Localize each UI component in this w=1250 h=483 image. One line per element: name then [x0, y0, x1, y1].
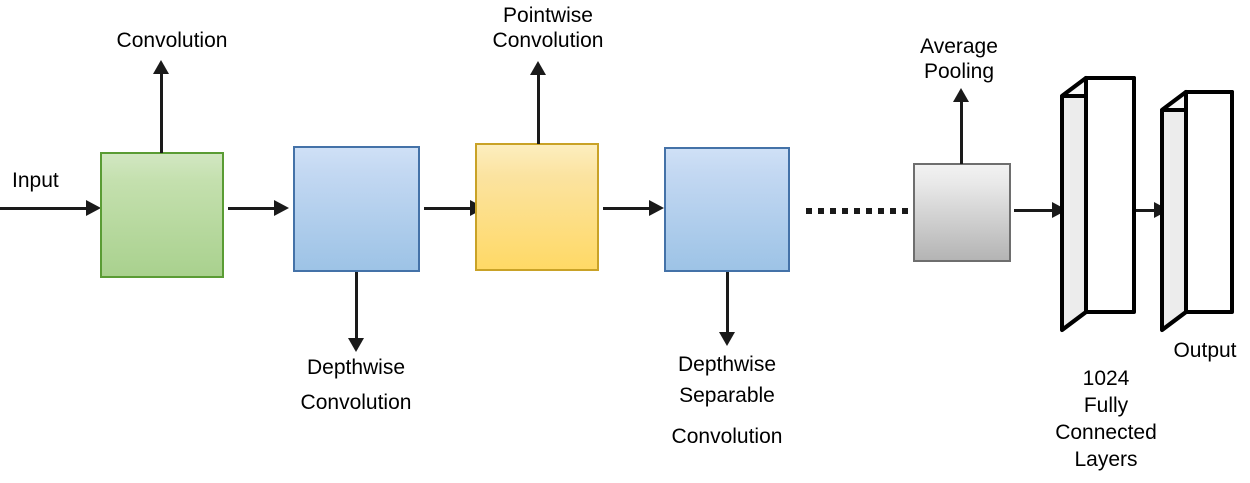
input-label: Input [12, 169, 59, 192]
pointwise-arrow-head [530, 61, 546, 75]
depthwise-separable-conv-block[interactable] [664, 147, 790, 272]
conv-arrow-line [160, 72, 163, 153]
output-slab[interactable] [1158, 88, 1242, 338]
ellipsis-dot [902, 208, 908, 214]
depthwise-separable-label-line3: Convolution [671, 425, 783, 448]
input-arrow-line [0, 207, 88, 210]
ellipsis-dot [818, 208, 824, 214]
average-pooling-arrow-head [953, 88, 969, 102]
ellipsis-dot [842, 208, 848, 214]
ellipsis-dot [854, 208, 860, 214]
pointwise-conv-block[interactable] [475, 143, 599, 271]
conv-arrow-head [153, 60, 169, 74]
conv-to-depthwise-arrow-line [228, 207, 276, 210]
ellipsis-dot [866, 208, 872, 214]
average-pooling-label-line2: Pooling [923, 60, 995, 83]
input-arrow-head [86, 200, 101, 216]
fc-label-line3: Connected [1055, 421, 1157, 444]
conv-to-depthwise-arrow-head [274, 200, 289, 216]
conv-block[interactable] [100, 152, 224, 278]
convolution-label: Convolution [116, 29, 228, 52]
average-pooling-label-line1: Average [920, 35, 998, 58]
pooling-to-fc-arrow-line [1014, 209, 1054, 212]
ellipsis-dot [890, 208, 896, 214]
output-label: Output [1173, 339, 1237, 362]
pointwise-arrow-line [537, 73, 540, 144]
depthwise-separable-label-line2: Separable [679, 384, 775, 407]
depthwise-separable-arrow-line [726, 272, 729, 334]
fc-label-line4: Layers [1074, 448, 1138, 471]
ellipsis-dot [806, 208, 812, 214]
depthwise-separable-label-line1: Depthwise [677, 353, 777, 376]
fc-to-output-arrow-line [1136, 209, 1170, 212]
fc-label-line1: 1024 [1082, 367, 1130, 390]
ellipsis-dot [878, 208, 884, 214]
depthwise-separable-arrow-head [719, 332, 735, 346]
depthwise-arrow-line [355, 272, 358, 340]
fully-connected-slab[interactable] [1058, 74, 1144, 339]
pointwise-convolution-label-line1: Pointwise [503, 4, 593, 27]
depthwise-to-pointwise-arrow-line [424, 207, 472, 210]
pointwise-convolution-label-line2: Convolution [492, 29, 604, 52]
depthwise-conv-block[interactable] [293, 146, 420, 272]
depthwise-convolution-label-line1: Depthwise [306, 356, 406, 379]
depthwise-convolution-label-line2: Convolution [300, 391, 412, 414]
depthwise-arrow-head [348, 338, 364, 352]
ellipsis-dot [830, 208, 836, 214]
pointwise-to-separable-arrow-line [603, 207, 651, 210]
fc-label-line2: Fully [1083, 394, 1129, 417]
average-pooling-block[interactable] [913, 163, 1011, 262]
average-pooling-arrow-line [960, 100, 963, 164]
pointwise-to-separable-arrow-head [649, 200, 664, 216]
